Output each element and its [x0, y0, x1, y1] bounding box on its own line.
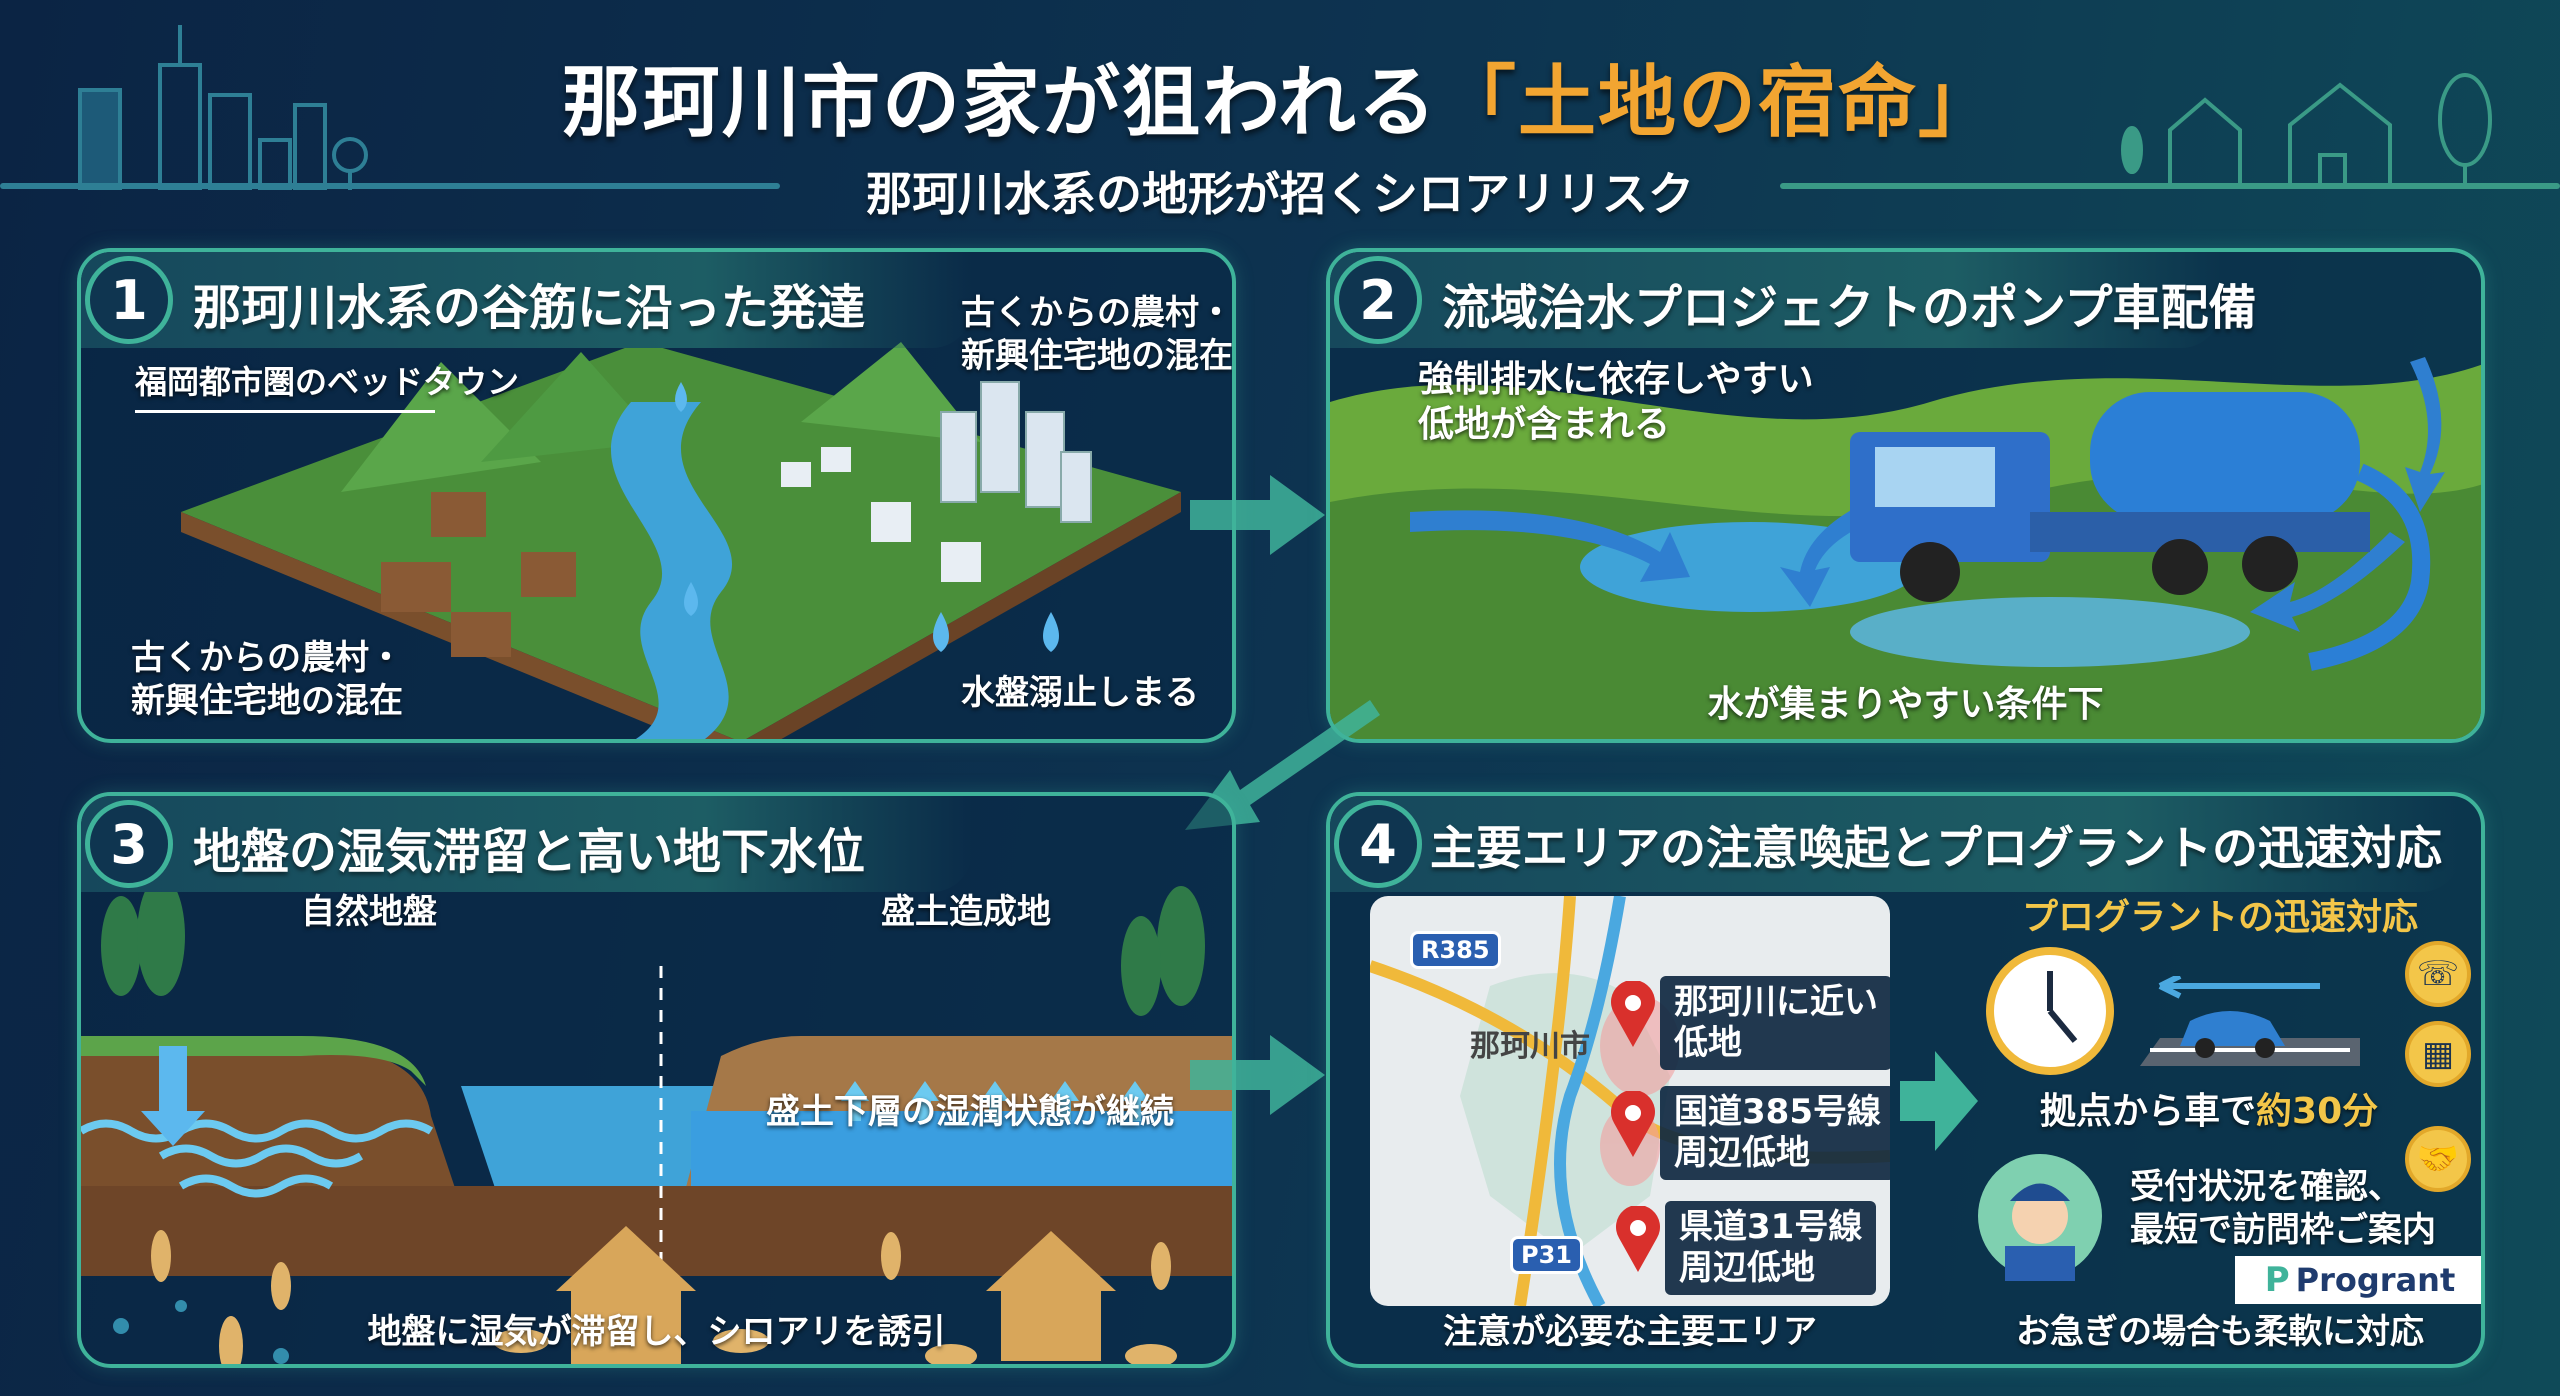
panel-2-title: 流域治水プロジェクトのポンプ車配備	[1442, 280, 2257, 336]
map-pin-icon	[1611, 1091, 1655, 1157]
panel-3-header: 3 地盤の湿気滞留と高い地下水位	[81, 796, 972, 892]
car-on-road-icon	[2140, 976, 2360, 1066]
panel-4-title: 主要エリアの注意喚起とプログラントの迅速対応	[1430, 821, 2442, 875]
travel-time: 拠点から車で約30分	[2040, 1089, 2378, 1134]
panel-1-title: 那珂川水系の谷筋に沿った発達	[193, 280, 866, 336]
flow-arrow-right-icon	[1190, 1035, 1325, 1115]
label-fill-ground: 盛土造成地	[881, 892, 1051, 932]
panel-2-pump-truck: 2 流域治水プロジェクトのポンプ車配備 強制排水に依存しやすい 低地が含まれる …	[1326, 248, 2485, 743]
area-label-river-lowland: 那珂川に近い 低地	[1660, 976, 1890, 1070]
panel-4-header: 4 主要エリアの注意喚起とプログラントの迅速対応	[1330, 796, 2461, 892]
area-map: R385 P31 那珂川市 那珂川に近い 低地 国道385号線 周辺低地 県道3…	[1370, 896, 1890, 1306]
header-divider-left	[0, 183, 780, 189]
map-city-label: 那珂川市	[1470, 1029, 1590, 1064]
label-natural-ground: 自然地盤	[301, 892, 437, 932]
map-caption: 注意が必要な主要エリア	[1443, 1312, 1817, 1352]
flow-arrow-right-icon	[1900, 1051, 1978, 1151]
road-sign-p31: P31	[1510, 1236, 1583, 1274]
panel-3-number: 3	[85, 800, 173, 888]
area-label-route31: 県道31号線 周辺低地	[1665, 1201, 1877, 1295]
ground-cross-section-illustration	[81, 886, 1232, 1364]
travel-prefix: 拠点から車で	[2040, 1091, 2257, 1132]
panel-1-number: 1	[85, 256, 173, 344]
houses-illustration	[2121, 73, 2492, 187]
panel-2-number: 2	[1334, 256, 1422, 344]
title-main: 那珂川市の家が狙われる	[561, 58, 1439, 148]
panel-2-header: 2 流域治水プロジェクトのポンプ車配備	[1330, 252, 2257, 348]
response-heading: プログラントの迅速対応	[2021, 897, 2418, 938]
area-label-route385: 国道385号線 周辺低地	[1660, 1086, 1890, 1180]
label-mixed-bottom: 古くからの農村・ 新興住宅地の混在	[131, 638, 403, 721]
reception-info: 受付状況を確認、 最短で訪問枠ご案内	[2130, 1167, 2436, 1250]
label-mixed-top: 古くからの農村・ 新興住宅地の混在	[961, 293, 1233, 376]
progrant-logo: P Progrant	[2235, 1256, 2481, 1304]
leader-line	[135, 410, 435, 413]
panel-3-title: 地盤の湿気滞留と高い地下水位	[193, 824, 866, 880]
response-caption: お急ぎの場合も柔軟に対応	[2016, 1312, 2424, 1352]
title-highlight: 「土地の宿命」	[1438, 58, 1999, 148]
clock-icon	[1986, 947, 2114, 1075]
travel-time-value: 約30分	[2256, 1091, 2379, 1132]
valley-town-illustration	[181, 342, 1181, 739]
label-lowland-drainage: 強制排水に依存しやすい 低地が含まれる	[1418, 359, 1814, 445]
flow-arrow-right-icon	[1190, 475, 1325, 555]
label-bedtown: 福岡都市圏のベッドタウン	[135, 363, 520, 401]
panel-4-area-and-response: 4 主要エリアの注意喚起とプログラントの迅速対応 R385 P31 那珂川市 那…	[1326, 792, 2485, 1368]
panel-1-valley-development: 1 那珂川水系の谷筋に沿った発達 福岡都市圏のベッドタウン 古くからの農村・ 新…	[77, 248, 1236, 743]
label-water-collects: 水が集まりやすい条件下	[1707, 684, 2104, 725]
panel-1-header: 1 那珂川水系の谷筋に沿った発達	[81, 252, 972, 348]
panel-4-number: 4	[1334, 800, 1422, 888]
flow-arrow-diagonal-icon	[1185, 700, 1380, 830]
page-subtitle: 那珂川水系の地形が招くシロアリリスク	[866, 167, 1694, 221]
map-pin-icon	[1616, 1206, 1660, 1272]
page-title: 那珂川市の家が狙われる「土地の宿命」	[0, 40, 2560, 152]
label-fill-moisture: 盛土下層の湿潤状態が継続	[766, 1092, 1174, 1132]
pump-truck-illustration	[1330, 357, 2481, 739]
label-termite-attraction: 地盤に湿気が滞留し、シロアリを誘引	[367, 1312, 946, 1352]
header-divider-right	[1780, 183, 2560, 189]
label-water: 水盤溺止しまる	[961, 673, 1199, 713]
phone-icon: ☏	[2405, 941, 2471, 1007]
progrant-brand: Progrant	[2295, 1261, 2456, 1299]
staff-avatar	[1978, 1154, 2102, 1281]
progrant-logo-mark: P	[2264, 1260, 2290, 1300]
calendar-icon: ▦	[2405, 1021, 2471, 1087]
road-sign-r385: R385	[1410, 931, 1501, 969]
map-pin-icon	[1611, 981, 1655, 1047]
handshake-icon: 🤝	[2405, 1126, 2471, 1192]
panel-3-ground-moisture: 3 地盤の湿気滞留と高い地下水位 自然地盤 盛土造成地 盛土下層の湿潤状態が継続…	[77, 792, 1236, 1368]
